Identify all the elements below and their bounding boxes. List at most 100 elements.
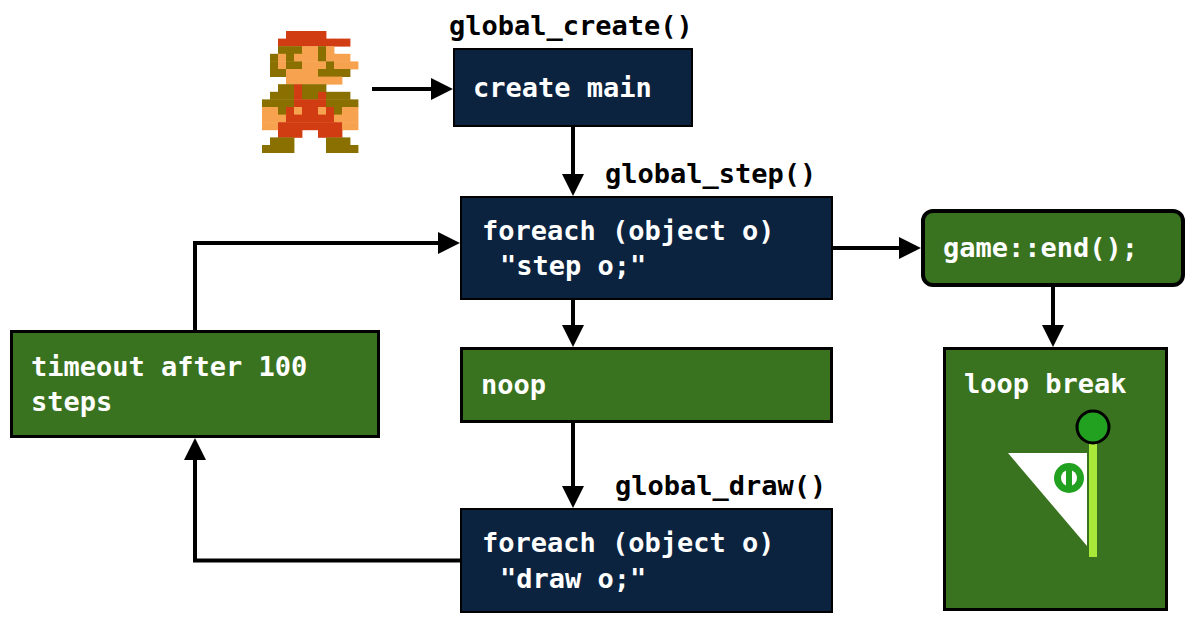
flow-arrow: [195, 444, 460, 561]
sprite-pixel: [294, 77, 302, 85]
sprite-pixel: [318, 54, 326, 62]
noop-box: noop: [460, 347, 833, 423]
box-label: foreach (object o) "step o;": [462, 207, 831, 289]
sprite-pixel: [342, 107, 350, 115]
sprite-pixel: [310, 31, 318, 39]
sprite-pixel: [326, 115, 334, 123]
sprite-pixel: [326, 137, 334, 145]
sprite-pixel: [294, 54, 302, 62]
sprite-pixel: [318, 31, 326, 39]
sprite-pixel: [278, 92, 286, 100]
sprite-pixel: [350, 145, 358, 153]
sprite-pixel: [278, 54, 286, 62]
create-box: global_create()create main: [453, 48, 693, 127]
sprite-pixel: [270, 137, 278, 145]
sprite-pixel: [318, 84, 326, 92]
sprite-pixel: [310, 122, 318, 130]
flow-arrow: [571, 300, 575, 341]
sprite-pixel: [342, 137, 350, 145]
sprite-pixel: [326, 77, 334, 85]
sprite-pixel: [326, 145, 334, 153]
sprite-pixel: [310, 107, 318, 115]
sprite-pixel: [342, 54, 350, 62]
end-box: game::end();: [921, 209, 1185, 287]
sprite-pixel: [270, 115, 278, 123]
sprite-pixel: [326, 61, 334, 69]
sprite-pixel: [334, 107, 342, 115]
sprite-pixel: [342, 122, 350, 130]
sprite-pixel: [334, 99, 342, 107]
sprite-pixel: [334, 69, 342, 77]
sprite-pixel: [318, 122, 326, 130]
start-arrow: [372, 87, 447, 91]
flow-arrow: [833, 246, 915, 250]
sprite-pixel: [302, 99, 310, 107]
sprite-pixel: [294, 115, 302, 123]
sprite-pixel: [350, 61, 358, 69]
sprite-pixel: [302, 46, 310, 54]
sprite-pixel: [278, 69, 286, 77]
box-label: noop: [463, 361, 830, 408]
sprite-pixel: [294, 31, 302, 39]
sprite-pixel: [326, 130, 334, 138]
sprite-pixel: [302, 92, 310, 100]
sprite-pixel: [302, 84, 310, 92]
sprite-pixel: [270, 92, 278, 100]
sprite-pixel: [342, 61, 350, 69]
step-box: global_step()foreach (object o) "step o;…: [460, 196, 833, 300]
sprite-pixel: [318, 61, 326, 69]
sprite-pixel: [286, 107, 294, 115]
sprite-pixel: [318, 107, 326, 115]
sprite-pixel: [294, 61, 302, 69]
sprite-pixel: [318, 39, 326, 47]
sprite-pixel: [318, 130, 326, 138]
function-heading: global_create(): [449, 8, 693, 43]
sprite-pixel: [334, 77, 342, 85]
sprite-pixel: [262, 99, 270, 107]
flag-emblem: [1054, 463, 1084, 493]
sprite-pixel: [286, 99, 294, 107]
sprite-pixel: [302, 54, 310, 62]
sprite-pixel: [318, 46, 326, 54]
function-heading-holder: global_create(): [449, 8, 693, 43]
sprite-pixel: [294, 92, 302, 100]
flag-cloth: [1008, 453, 1087, 546]
sprite-pixel: [310, 54, 318, 62]
sprite-pixel: [334, 130, 342, 138]
sprite-pixel: [294, 39, 302, 47]
sprite-pixel: [310, 115, 318, 123]
function-heading-holder: global_step(): [605, 156, 816, 191]
sprite-pixel: [278, 137, 286, 145]
sprite-pixel: [270, 107, 278, 115]
sprite-pixel: [294, 69, 302, 77]
flow-arrow: [571, 127, 575, 190]
sprite-pixel: [310, 39, 318, 47]
sprite-pixel: [326, 69, 334, 77]
sprite-pixel: [342, 99, 350, 107]
sprite-pixel: [334, 54, 342, 62]
sprite-pixel: [302, 115, 310, 123]
sprite-pixel: [342, 115, 350, 123]
sprite-pixel: [334, 122, 342, 130]
sprite-pixel: [294, 107, 302, 115]
sprite-pixel: [302, 31, 310, 39]
flow-arrow: [571, 423, 575, 502]
sprite-pixel: [350, 122, 358, 130]
sprite-pixel: [310, 69, 318, 77]
box-label: create main: [455, 64, 691, 111]
sprite-pixel: [310, 84, 318, 92]
sprite-pixel: [302, 122, 310, 130]
sprite-pixel: [342, 39, 350, 47]
sprite-pixel: [350, 107, 358, 115]
sprite-pixel: [286, 77, 294, 85]
flag-ball: [1077, 411, 1109, 443]
sprite-pixel: [270, 122, 278, 130]
sprite-pixel: [334, 115, 342, 123]
sprite-pixel: [262, 115, 270, 123]
sprite-pixel: [262, 145, 270, 153]
sprite-pixel: [270, 61, 278, 69]
sprite-pixel: [286, 92, 294, 100]
sprite-pixel: [302, 107, 310, 115]
sprite-pixel: [270, 145, 278, 153]
timeout-box: timeout after 100 steps: [10, 330, 380, 438]
